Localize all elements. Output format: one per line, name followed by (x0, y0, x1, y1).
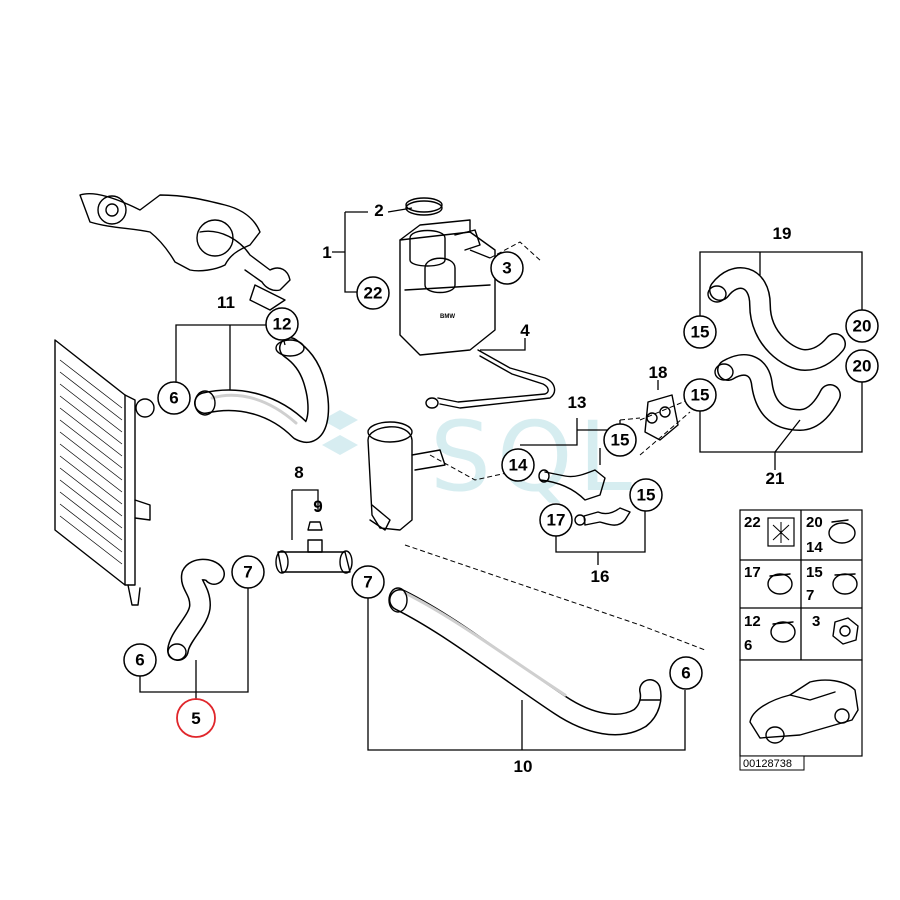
lower-hose-5 (167, 558, 225, 661)
radiator (54, 339, 155, 606)
water-pump (79, 193, 291, 311)
callout-6a: 6 (157, 381, 191, 415)
callout-19: 19 (773, 224, 792, 243)
svg-text:12: 12 (273, 315, 292, 334)
callout-5: 5 (191, 709, 200, 728)
callout-6c: 6 (669, 656, 703, 690)
svg-text:22: 22 (364, 284, 383, 303)
leader-lines (139, 207, 863, 751)
legend-15: 15 (806, 564, 823, 581)
svg-text:15: 15 (637, 486, 656, 505)
legend-22: 22 (744, 514, 761, 531)
small-hose-16 (574, 507, 631, 526)
legend-3: 3 (812, 613, 820, 630)
svg-text:17: 17 (547, 511, 566, 530)
callout-16: 16 (591, 567, 610, 586)
legend-6: 6 (744, 637, 752, 654)
legend-14: 14 (806, 539, 823, 556)
callout-7a: 7 (231, 555, 265, 589)
callout-22: 22 (356, 276, 390, 310)
callout-9: 9 (313, 497, 322, 516)
tank-cap (405, 197, 443, 216)
callout-11: 11 (217, 293, 235, 312)
heater-hoses (707, 267, 846, 431)
legend-12: 12 (744, 613, 761, 630)
vent-hose (425, 349, 556, 409)
callout-1: 1 (322, 243, 331, 262)
valve-18 (644, 394, 679, 441)
watermark-text: SQL (430, 401, 638, 513)
svg-text:20: 20 (853, 317, 872, 336)
hardware-legend: 22 20 14 17 15 7 12 6 3 (739, 509, 863, 661)
callout-10: 10 (514, 757, 533, 776)
callout-20a: 20 (845, 309, 879, 343)
callout-20b: 20 (845, 349, 879, 383)
svg-text:20: 20 (853, 357, 872, 376)
legend-20: 20 (806, 514, 823, 531)
legend-7: 7 (806, 587, 814, 604)
callout-4: 4 (520, 321, 530, 340)
callout-6b: 6 (123, 643, 157, 677)
svg-text:3: 3 (502, 259, 511, 278)
svg-text:14: 14 (509, 456, 528, 475)
svg-text:15: 15 (611, 431, 630, 450)
thermostat-housing (367, 421, 446, 531)
reference-number-box: 00128738 (739, 755, 805, 771)
callout-8: 8 (294, 463, 303, 482)
reference-number: 00128738 (743, 758, 792, 770)
expansion-tank: BMW (399, 219, 496, 356)
callout-18: 18 (649, 363, 668, 382)
svg-text:BMW: BMW (440, 314, 455, 320)
svg-text:6: 6 (681, 664, 690, 683)
highlight-ring (176, 698, 216, 738)
t-connector (275, 521, 353, 574)
svg-text:6: 6 (135, 651, 144, 670)
callout-3: 3 (490, 251, 524, 285)
callout-17: 17 (539, 503, 573, 537)
callout-2: 2 (374, 201, 383, 220)
upper-radiator-hose (194, 337, 330, 443)
svg-text:15: 15 (691, 323, 710, 342)
svg-text:15: 15 (691, 386, 710, 405)
svg-text:7: 7 (243, 563, 252, 582)
callout-12: 12 (265, 307, 299, 341)
long-hose-10 (388, 587, 662, 736)
callout-15c: 15 (683, 315, 717, 349)
callout-13: 13 (568, 393, 587, 412)
vehicle-thumbnail (739, 659, 863, 757)
legend-17: 17 (744, 564, 761, 581)
callout-21: 21 (766, 469, 785, 488)
callout-15b: 15 (629, 478, 663, 512)
callout-14: 14 (501, 448, 535, 482)
svg-text:7: 7 (363, 573, 372, 592)
callout-15a: 15 (603, 423, 637, 457)
svg-text:6: 6 (169, 389, 178, 408)
callout-15d: 15 (683, 378, 717, 412)
callout-7b: 7 (351, 565, 385, 599)
small-hose-14 (538, 469, 606, 501)
